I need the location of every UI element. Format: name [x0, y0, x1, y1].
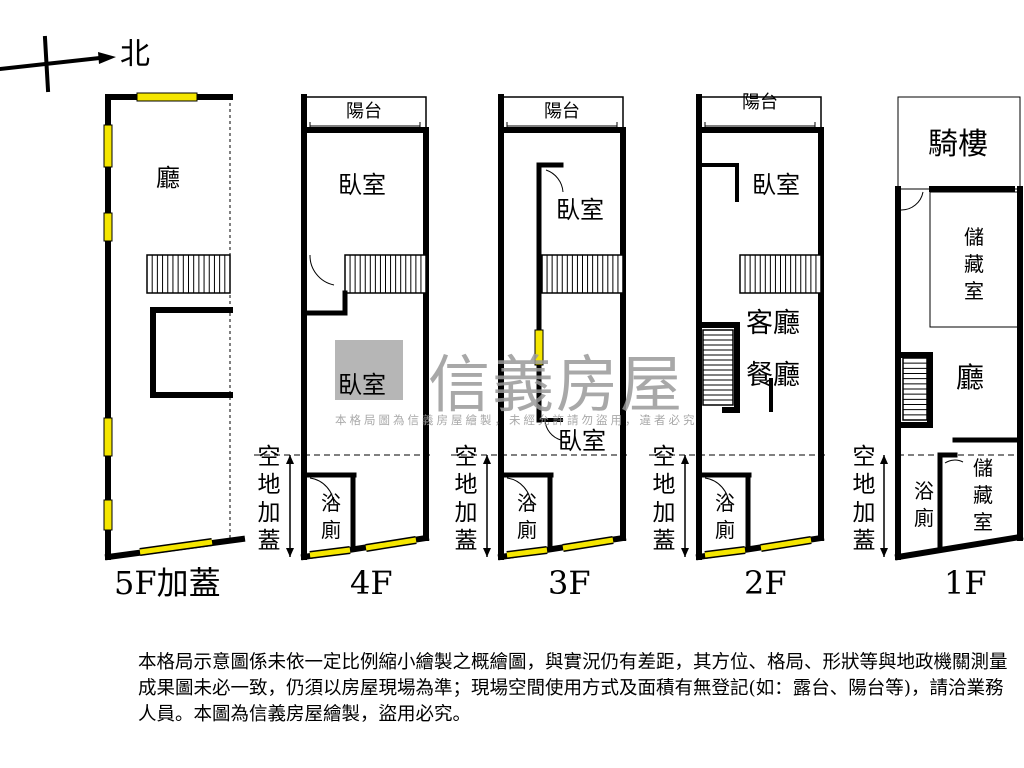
- dimension-arrow: [681, 455, 689, 464]
- floor-label-3f: 3F: [548, 564, 591, 602]
- door-icon: [545, 169, 564, 193]
- room-label: 臥室: [338, 171, 386, 199]
- dimension-arrow: [286, 548, 294, 557]
- extension-label: 空地加蓋: [652, 444, 676, 554]
- door-icon: [704, 477, 730, 506]
- window: [103, 124, 113, 168]
- room-label: 餐廳: [746, 360, 800, 391]
- window: [562, 537, 614, 551]
- wall: [894, 533, 1024, 561]
- room-label: 儲藏室: [964, 225, 984, 303]
- window: [506, 547, 548, 558]
- dimension-arrow: [483, 455, 491, 464]
- room-label: 騎樓: [928, 127, 988, 162]
- room-label: 浴廁: [321, 491, 341, 542]
- room-label: 廳: [156, 164, 180, 192]
- stairs-icon: [702, 329, 734, 406]
- room-label: 臥室: [556, 196, 604, 224]
- watermark-logo-icon: [335, 340, 403, 400]
- watermark-text: 本格局圖為信義房屋繪製，未經允許請勿盜用，違者必究: [335, 413, 698, 427]
- room-label: 儲藏室: [973, 456, 993, 534]
- room-label: 浴廁: [914, 479, 934, 530]
- dimension-arrow: [286, 455, 294, 464]
- window: [704, 547, 746, 558]
- window: [309, 547, 351, 558]
- north-label: 北: [120, 37, 150, 72]
- extension-label: 空地加蓋: [852, 444, 876, 554]
- dimension-arrow: [681, 548, 689, 557]
- door-icon: [944, 459, 964, 464]
- wall: [42, 35, 51, 93]
- extension-label: 空地加蓋: [454, 444, 478, 554]
- room-label: 臥室: [752, 171, 800, 199]
- window: [139, 539, 213, 555]
- disclaimer-text: 本格局示意圖係未依一定比例縮小繪製之概繪圖，與實況仍有差距，其方位、格局、形狀等…: [138, 652, 1008, 725]
- window: [103, 417, 113, 457]
- window: [534, 329, 544, 366]
- door-icon: [506, 477, 532, 506]
- window: [136, 92, 198, 102]
- door-icon: [900, 191, 924, 211]
- extension-label: 空地加蓋: [257, 444, 281, 554]
- room-label: 浴廁: [517, 491, 537, 542]
- storage-room: [929, 191, 1019, 328]
- floor-label-4f: 4F: [350, 564, 393, 602]
- room-label: 廳: [956, 361, 985, 394]
- watermark-brand: 信義房屋: [428, 348, 685, 421]
- room-label: 臥室: [558, 427, 606, 455]
- floor-label-1f: 1F: [944, 564, 987, 602]
- balcony-label: 陽台: [346, 101, 382, 122]
- floor-label-5f: 5F加蓋: [114, 564, 221, 602]
- north-arrow-icon: [98, 52, 116, 64]
- dimension-arrow: [880, 548, 888, 557]
- window: [103, 212, 113, 242]
- balcony-label: 陽台: [544, 101, 580, 122]
- window: [365, 537, 417, 551]
- dimension-arrow: [880, 455, 888, 464]
- window: [103, 499, 113, 531]
- room-label: 臥室: [338, 371, 386, 399]
- window: [760, 537, 812, 551]
- door-icon: [309, 254, 335, 286]
- door-icon: [309, 477, 335, 506]
- room-label: 浴廁: [715, 491, 735, 542]
- floor-label-2f: 2F: [744, 564, 787, 602]
- dimension-arrow: [483, 548, 491, 557]
- wall: [0, 55, 103, 72]
- balcony-label: 陽台: [742, 92, 778, 113]
- room-label: 客廳: [746, 308, 800, 339]
